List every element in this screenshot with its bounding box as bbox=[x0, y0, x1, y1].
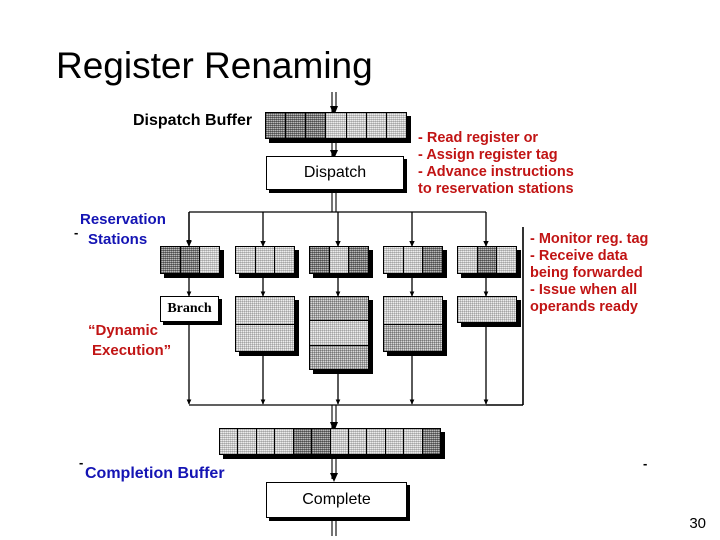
dispatch-stage-label: Dispatch bbox=[303, 164, 367, 181]
reservation-station-cell bbox=[403, 247, 424, 273]
issue-note-2: - Receive data bbox=[530, 248, 628, 264]
reservation-station-cell bbox=[423, 247, 443, 273]
buffer-cell bbox=[326, 113, 347, 138]
load-store-unit[interactable] bbox=[309, 296, 369, 370]
reservation-station-cell bbox=[477, 247, 498, 273]
reservation-station-cell bbox=[310, 247, 330, 273]
buffer-cell bbox=[266, 113, 287, 138]
reservation-station[interactable] bbox=[457, 246, 517, 274]
buffer-cell bbox=[275, 429, 294, 454]
reservation-stations-label-line2: Stations bbox=[88, 231, 148, 248]
branch-unit-label: Branch bbox=[167, 301, 212, 316]
reservation-station[interactable] bbox=[235, 246, 295, 274]
page-number: 30 bbox=[689, 515, 706, 532]
buffer-cell bbox=[306, 113, 327, 138]
buffer-cell bbox=[330, 429, 349, 454]
functional-unit-cell bbox=[310, 321, 368, 346]
page-title: Register Renaming bbox=[56, 45, 373, 86]
functional-unit-cell bbox=[458, 297, 516, 322]
complete-stage-label: Complete bbox=[302, 491, 371, 508]
float-unit[interactable] bbox=[383, 296, 443, 352]
functional-unit-cell bbox=[310, 345, 368, 369]
buffer-cell bbox=[367, 429, 386, 454]
functional-unit-cell bbox=[236, 297, 294, 325]
buffer-cell bbox=[422, 429, 441, 454]
buffer-cell bbox=[386, 113, 406, 138]
integer-unit[interactable] bbox=[235, 296, 295, 352]
buffer-cell bbox=[238, 429, 257, 454]
reservation-station-cell bbox=[161, 247, 181, 273]
buffer-cell bbox=[286, 113, 307, 138]
issue-note-3: being forwarded bbox=[530, 265, 643, 281]
reservation-station-cell bbox=[236, 247, 256, 273]
reservation-stations-label-line1: Reservation bbox=[80, 211, 166, 228]
reservation-station-cell bbox=[255, 247, 276, 273]
dispatch-note-4: to reservation stations bbox=[418, 181, 574, 197]
reservation-station-cell bbox=[329, 247, 350, 273]
reservation-station-cell bbox=[200, 247, 220, 273]
buffer-cell bbox=[348, 429, 368, 454]
buffer-cell bbox=[404, 429, 423, 454]
dispatch-note-3: - Advance instructions bbox=[418, 164, 574, 180]
issue-annotations: - Monitor reg. tag - Receive data being … bbox=[530, 231, 648, 316]
issue-note-1: - Monitor reg. tag bbox=[530, 231, 649, 247]
reservation-station[interactable] bbox=[383, 246, 443, 274]
right-edge-tick: - bbox=[643, 456, 648, 471]
dispatch-buffer bbox=[265, 112, 407, 139]
buffer-cell bbox=[366, 113, 387, 138]
reservation-station[interactable] bbox=[309, 246, 369, 274]
issue-note-5: operands ready bbox=[530, 299, 638, 315]
functional-unit-cell bbox=[236, 324, 294, 351]
buffer-cell bbox=[385, 429, 405, 454]
buffer-cell bbox=[346, 113, 367, 138]
branch-unit[interactable]: Branch bbox=[160, 296, 219, 322]
dispatch-buffer-label: Dispatch Buffer bbox=[133, 112, 253, 129]
dynamic-execution-label-line2: Execution” bbox=[92, 342, 172, 359]
buffer-cell bbox=[312, 429, 331, 454]
reservation-station-cell bbox=[497, 247, 517, 273]
functional-unit-cell bbox=[384, 297, 442, 325]
reservation-station[interactable] bbox=[160, 246, 220, 274]
buffer-cell bbox=[293, 429, 313, 454]
completion-label-tick: - bbox=[79, 455, 84, 470]
other-unit[interactable] bbox=[457, 296, 517, 323]
rs-label-tick: - bbox=[74, 225, 79, 240]
functional-unit-cell bbox=[384, 324, 442, 351]
dynamic-execution-label-line1: “Dynamic bbox=[88, 322, 159, 339]
completion-buffer-label: Completion Buffer bbox=[85, 465, 225, 482]
reservation-station-cell bbox=[458, 247, 478, 273]
buffer-cell bbox=[256, 429, 276, 454]
issue-note-4: - Issue when all bbox=[530, 282, 638, 298]
functional-unit-cell bbox=[310, 297, 368, 322]
reservation-station-cell bbox=[349, 247, 369, 273]
buffer-cell bbox=[220, 429, 239, 454]
dispatch-annotations: - Read register or - Assign register tag… bbox=[418, 130, 574, 198]
reservation-station-cell bbox=[275, 247, 295, 273]
dispatch-note-2: - Assign register tag bbox=[418, 147, 558, 163]
dispatch-stage-box[interactable]: Dispatch bbox=[266, 156, 404, 190]
dispatch-note-1: - Read register or bbox=[418, 130, 539, 146]
complete-stage-box[interactable]: Complete bbox=[266, 482, 407, 518]
reservation-station-cell bbox=[180, 247, 201, 273]
completion-buffer bbox=[219, 428, 441, 455]
reservation-station-cell bbox=[384, 247, 404, 273]
